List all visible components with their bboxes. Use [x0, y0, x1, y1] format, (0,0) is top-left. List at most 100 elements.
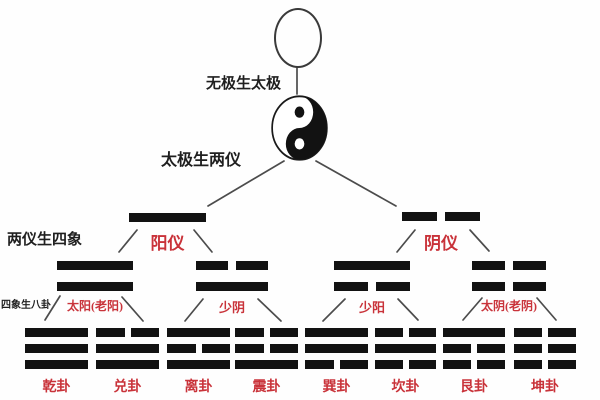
- bar-segment: [375, 360, 403, 369]
- trigram-gen-bars: [443, 328, 505, 369]
- bar-segment: [334, 282, 368, 291]
- bar-segment: [96, 360, 159, 369]
- yang-line: [96, 360, 159, 369]
- liangyi-yin-label: 阴仪: [424, 234, 458, 253]
- trigram-xun-bars: [305, 328, 368, 369]
- bar-segment: [514, 328, 542, 337]
- bar-segment: [305, 328, 368, 337]
- bar-segment: [548, 360, 576, 369]
- bar-segment: [408, 328, 436, 337]
- bar-segment: [513, 261, 546, 270]
- bar-segment: [269, 344, 298, 353]
- bar-segment: [269, 328, 298, 337]
- yang-line: [305, 328, 368, 337]
- stage-label-taiji: 太极生两仪: [161, 152, 242, 169]
- yang-line: [57, 282, 133, 291]
- sixiang-taiyin: 太阴(老阴): [472, 261, 546, 314]
- trigram-dui-label: 兑卦: [113, 380, 142, 395]
- liangyi-yin: 阴仪: [402, 212, 480, 254]
- trigram-gen-label: 艮卦: [460, 380, 488, 395]
- bar-segment: [514, 344, 542, 353]
- trigram-qian-label: 乾卦: [42, 380, 71, 395]
- sixiang-taiyin-bars: [472, 261, 546, 291]
- trigram-li: 离卦: [167, 328, 230, 396]
- sixiang-shaoyin-bars: [196, 261, 268, 291]
- sixiang-shaoyang-bars: [334, 261, 410, 291]
- yin-line: [167, 344, 230, 353]
- bar-segment: [445, 212, 480, 221]
- bar-segment: [57, 282, 133, 291]
- bar-segment: [167, 328, 230, 337]
- bar-segment: [236, 261, 268, 270]
- yin-line: [443, 360, 505, 369]
- bar-segment: [25, 328, 88, 337]
- yang-line: [25, 344, 88, 353]
- sixiang-shaoyin: 少阴: [196, 261, 268, 316]
- yin-line: [472, 282, 546, 291]
- yang-line: [167, 360, 230, 369]
- bar-segment: [96, 328, 125, 337]
- yin-line: [375, 360, 436, 369]
- sixiang-taiyin-label: 太阴(老阴): [481, 299, 537, 313]
- liangyi-yin-bars: [402, 212, 480, 221]
- bar-segment: [305, 344, 368, 353]
- bar-segment: [334, 261, 410, 270]
- bar-segment: [96, 344, 159, 353]
- yang-line: [25, 328, 88, 337]
- bar-segment: [548, 328, 576, 337]
- yang-line: [235, 360, 298, 369]
- trigram-dui: 兑卦: [96, 328, 159, 396]
- stage-label-sixiang: 四象生八卦: [1, 300, 51, 311]
- trigram-kun-bars: [514, 328, 576, 369]
- bar-segment: [513, 282, 546, 291]
- bar-segment: [25, 344, 88, 353]
- yin-line: [472, 261, 546, 270]
- bar-segment: [339, 360, 368, 369]
- yin-line: [196, 261, 268, 270]
- trigram-dui-bars: [96, 328, 159, 369]
- trigram-zhen: 震卦: [235, 328, 298, 396]
- yang-line: [196, 282, 268, 291]
- stage-label-liangyi: 两仪生四象: [7, 232, 83, 248]
- yin-line: [235, 344, 298, 353]
- bar-segment: [167, 344, 196, 353]
- bar-segment: [167, 360, 230, 369]
- sixiang-taiyang-label: 太阳(老阳): [67, 299, 123, 313]
- bar-segment: [129, 213, 206, 222]
- liangyi-yang-label: 阳仪: [150, 234, 185, 253]
- sixiang-taiyang-bars: [57, 261, 133, 291]
- sixiang-shaoyang: 少阳: [334, 261, 410, 316]
- bar-segment: [408, 360, 436, 369]
- bar-segment: [201, 344, 230, 353]
- trigram-kun: 坤卦: [514, 328, 576, 396]
- bar-segment: [235, 344, 264, 353]
- bar-segment: [25, 360, 88, 369]
- yang-line: [57, 261, 133, 270]
- trigram-xun: 巽卦: [305, 328, 368, 396]
- bar-segment: [375, 344, 436, 353]
- yin-line: [305, 360, 368, 369]
- bar-segment: [196, 261, 228, 270]
- yang-line: [96, 344, 159, 353]
- yin-yang-icon: [271, 95, 328, 161]
- trigram-qian: 乾卦: [25, 328, 88, 396]
- bar-segment: [514, 360, 542, 369]
- yang-line: [305, 344, 368, 353]
- sixiang-shaoyin-label: 少阴: [218, 300, 245, 315]
- yin-line: [96, 328, 159, 337]
- sixiang-shaoyang-label: 少阳: [358, 300, 385, 315]
- trigram-zhen-label: 震卦: [252, 380, 281, 395]
- yang-line: [129, 213, 206, 222]
- liangyi-yang: 阳仪: [129, 213, 206, 254]
- bar-segment: [477, 360, 505, 369]
- bar-segment: [130, 328, 159, 337]
- yang-line: [443, 328, 505, 337]
- bar-segment: [472, 261, 505, 270]
- bar-segment: [402, 212, 437, 221]
- liangyi-yang-bars: [129, 213, 206, 222]
- bar-segment: [443, 328, 505, 337]
- bar-segment: [548, 344, 576, 353]
- trigram-qian-bars: [25, 328, 88, 369]
- bar-segment: [477, 344, 505, 353]
